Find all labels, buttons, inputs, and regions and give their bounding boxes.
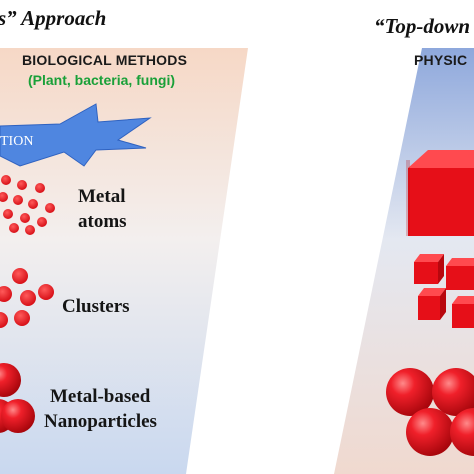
atom-dot [9, 223, 19, 233]
atom-dot [17, 180, 27, 190]
atom-dot [0, 192, 8, 202]
cluster-dot [14, 310, 30, 326]
atom-dot [45, 203, 55, 213]
nanoparticles-label: Metal-based Nanoparticles [44, 384, 157, 434]
right-panel-title: “Top-down [374, 14, 471, 38]
nanoparticle-sphere [406, 408, 454, 456]
left-process-band [0, 48, 248, 474]
nanoparticle-sphere [386, 368, 434, 416]
broken-cubes [414, 254, 474, 328]
right-nanoparticles [386, 368, 474, 456]
atom-dot [3, 209, 13, 219]
atom-dot [35, 183, 45, 193]
left-panel-heading: BIOLOGICAL METHODS [22, 52, 188, 68]
metal-atoms-label-line2: atoms [78, 211, 127, 232]
atom-dot [37, 217, 47, 227]
left-panel-title: s” Approach [0, 6, 107, 30]
cluster-dot [0, 312, 8, 328]
atom-dot [25, 225, 35, 235]
nanoparticle-sphere [1, 399, 35, 433]
right-panel-heading: PHYSIC [414, 52, 468, 68]
atom-dot [20, 213, 30, 223]
cluster-dot [12, 268, 28, 284]
nanoparticle-sphere [450, 408, 474, 456]
cluster-dot [0, 286, 12, 302]
nanoparticle-sphere [432, 368, 474, 416]
cluster-dot [38, 284, 54, 300]
cluster-dot [20, 290, 36, 306]
clusters-label: Clusters [62, 294, 130, 319]
clusters-group [0, 268, 54, 328]
atom-dot [13, 195, 23, 205]
atom-dot [28, 199, 38, 209]
nanoparticles-label-line1: Metal-based [50, 386, 151, 407]
bulk-cube [406, 150, 474, 236]
left-panel-subheading: (Plant, bacteria, fungi) [28, 72, 176, 88]
burst-label: TION [0, 134, 34, 149]
metal-atoms-label-line1: Metal [78, 186, 126, 207]
burst-shape [0, 103, 152, 167]
left-nanoparticles [0, 363, 35, 433]
nanoparticle-sphere [0, 363, 21, 397]
clusters-label-line1: Clusters [62, 296, 130, 317]
atom-dot [1, 175, 11, 185]
metal-atoms-label: Metal atoms [78, 184, 127, 234]
metal-atoms-cluster [0, 175, 55, 235]
nanoparticles-label-line2: Nanoparticles [44, 411, 157, 432]
